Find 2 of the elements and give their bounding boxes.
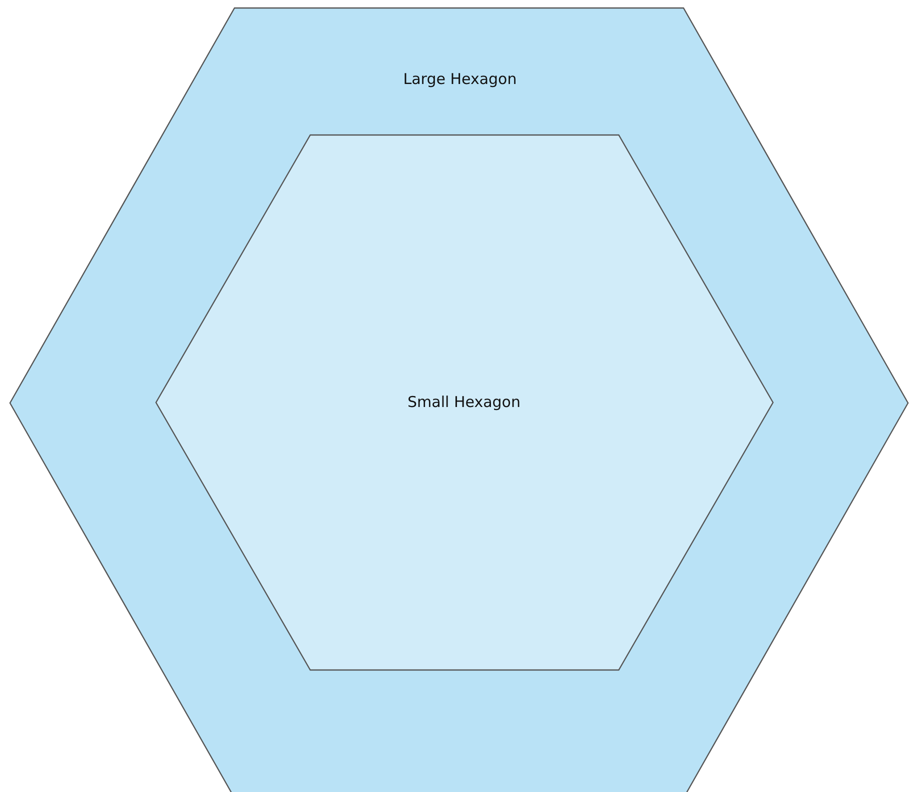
hexagon-label: Large Hexagon	[403, 70, 517, 88]
hexagon-label: Small Hexagon	[408, 393, 520, 411]
